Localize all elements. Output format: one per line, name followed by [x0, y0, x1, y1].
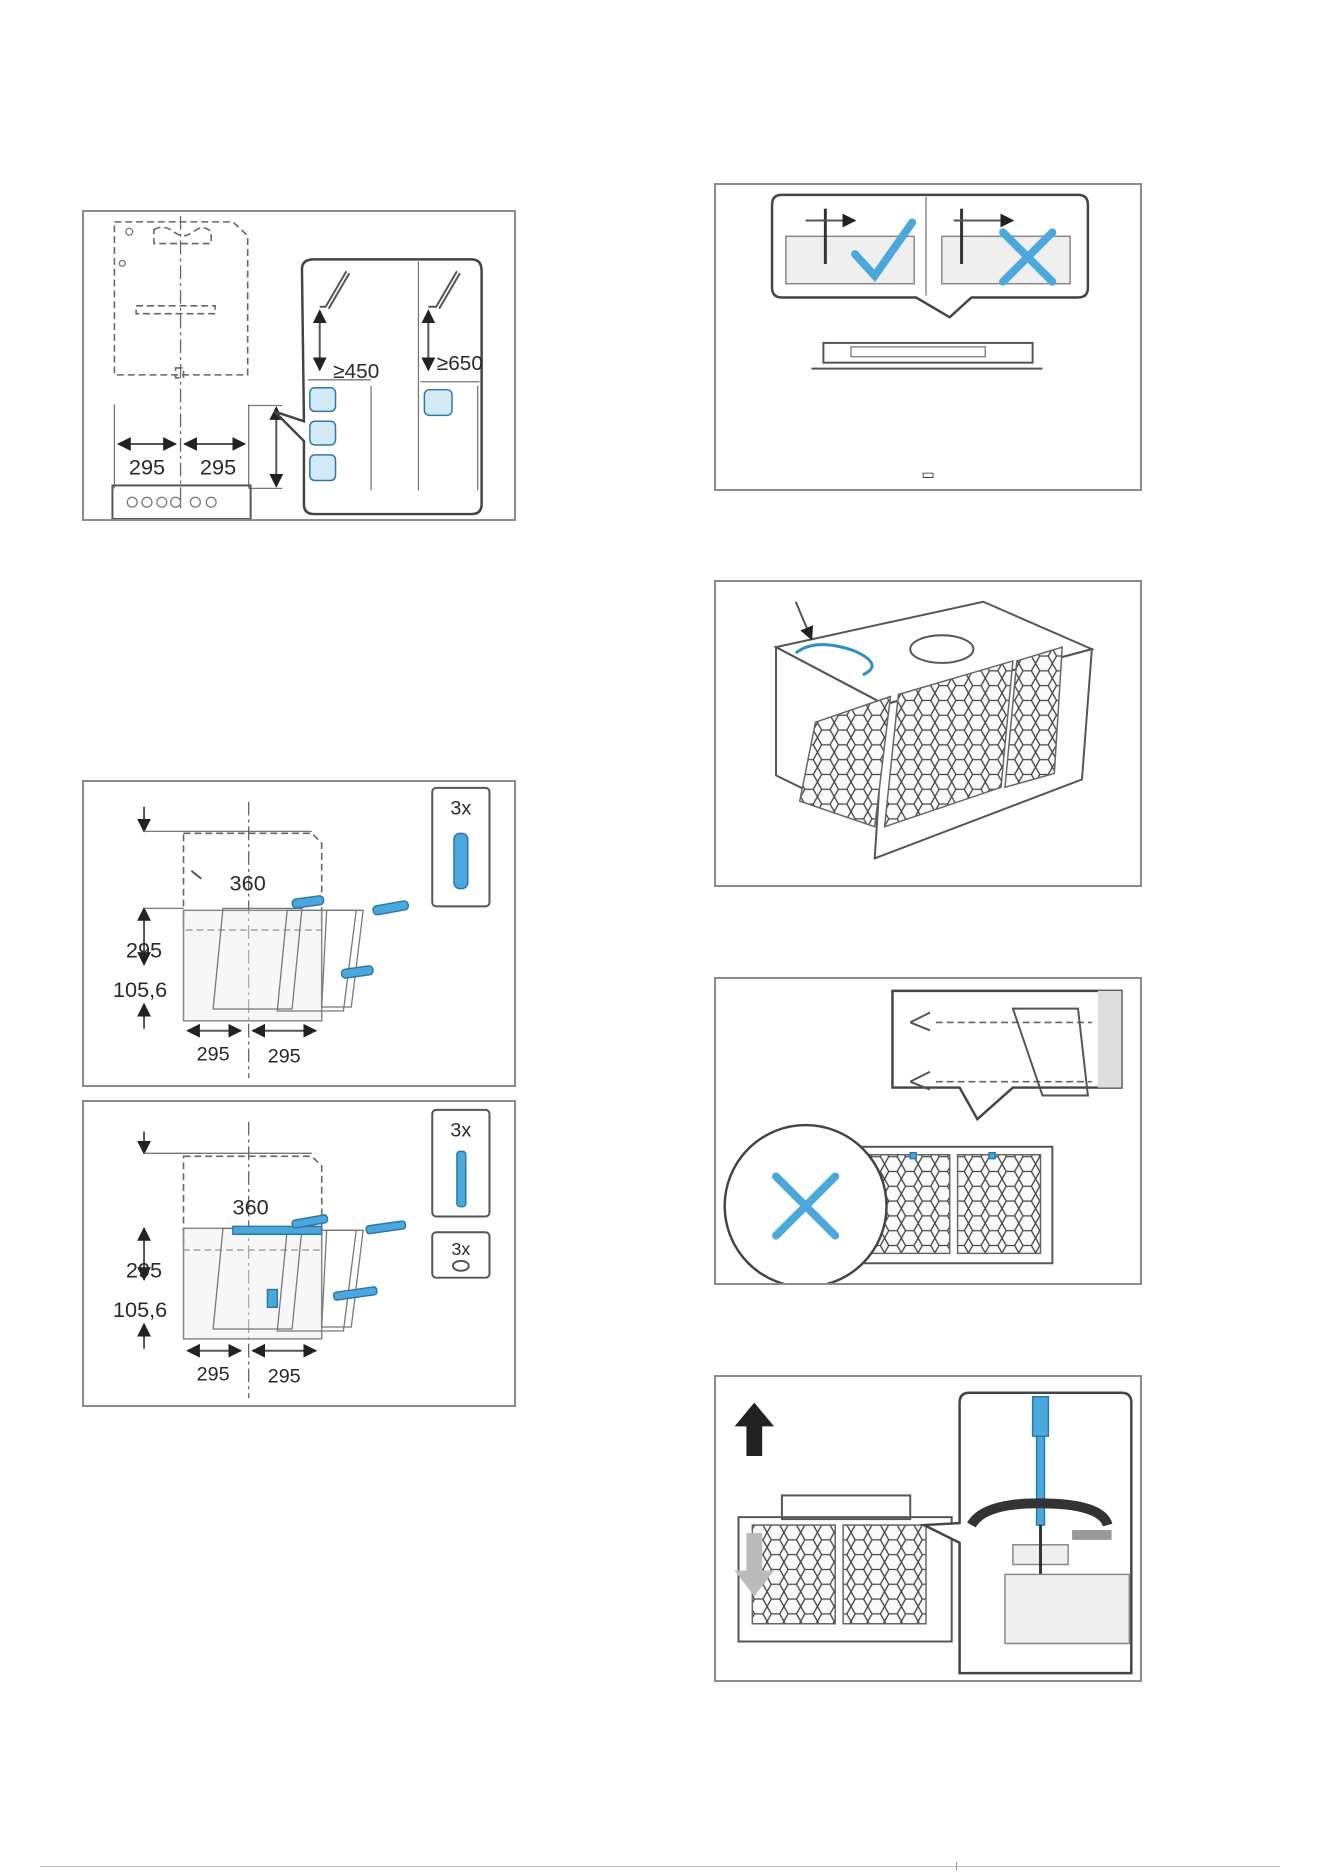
- dim-vertical: 295: [126, 938, 162, 963]
- dim-left: 295: [129, 455, 165, 480]
- callout-height-gas: ≥650: [437, 352, 483, 375]
- mounting-rail: [233, 1226, 322, 1234]
- dim-left: 295: [197, 1363, 230, 1385]
- figure-filter-check: [714, 977, 1142, 1285]
- arrow-up-icon: [735, 1403, 774, 1456]
- page-bottom-tick: [956, 1862, 957, 1870]
- cooktop-electric-icon: [310, 388, 336, 412]
- figure-mounting-template: 295 295 ≥450 ≥650: [82, 210, 516, 521]
- dim-left: 295: [197, 1043, 230, 1065]
- power-cable: [796, 645, 872, 675]
- dim-right: 295: [200, 455, 236, 480]
- page-bottom-rule: [40, 1866, 1280, 1867]
- dim-right: 295: [268, 1365, 301, 1387]
- qty-screws: 3x: [450, 1120, 471, 1142]
- dim-right: 295: [268, 1045, 301, 1067]
- figure-screw-adjust: [714, 1375, 1142, 1682]
- figure-hood-cable: [714, 580, 1142, 887]
- cooktop-gas-icon: [424, 390, 452, 416]
- figure-drill-holes: 360 295 105,6 295 295 3x: [82, 780, 516, 1087]
- svg-text:▭: ▭: [921, 466, 934, 482]
- washer-icon: [453, 1261, 469, 1271]
- dim-top: 360: [233, 1195, 269, 1220]
- dim-lower: 105,6: [113, 977, 167, 1002]
- dim-top: 360: [230, 871, 266, 896]
- qty-dowels: 3x: [450, 798, 471, 820]
- figure-level-check: ▭: [714, 183, 1142, 491]
- figure-mounting-screws: 360 295 105,6 295 295 3x 3x: [82, 1100, 516, 1407]
- qty-washers: 3x: [451, 1239, 470, 1259]
- spirit-level-icon: [823, 343, 1032, 363]
- dim-lower: 105,6: [113, 1297, 167, 1322]
- dim-vertical: 295: [126, 1258, 162, 1283]
